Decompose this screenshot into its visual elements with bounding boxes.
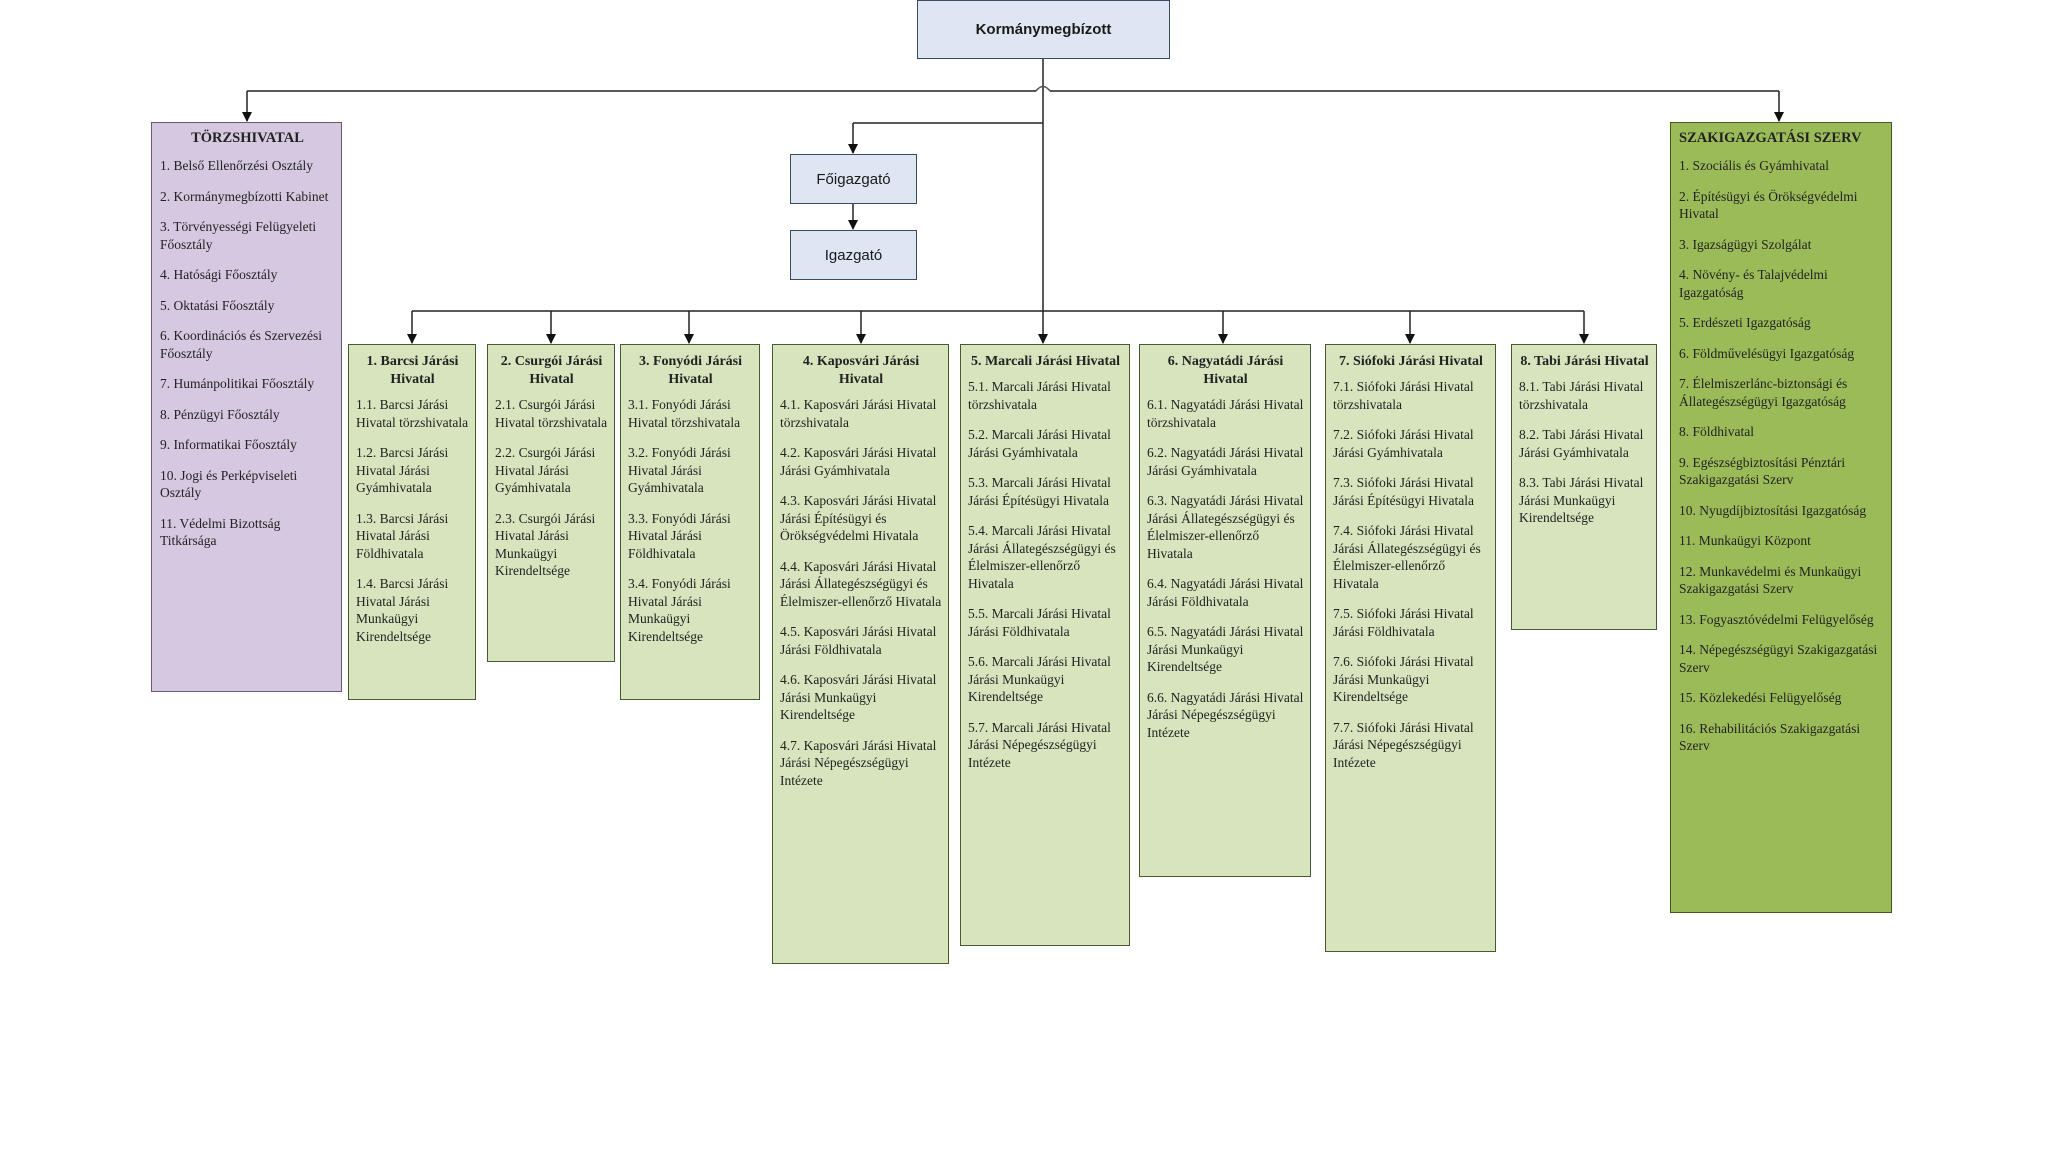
list-item: 1.3. Barcsi Járási Hivatal Járási Földhi… (356, 510, 449, 561)
fo-igazgato-box[interactable]: Főigazgató (790, 154, 917, 204)
list-item: 7.3. Siófoki Járási Hivatal Járási Építé… (1333, 475, 1474, 508)
list-item: 7. Élelmiszerlánc-biztonsági és Állategé… (1679, 376, 1848, 409)
igazgato-label: Igazgató (824, 246, 883, 264)
junction-hop (1035, 85, 1051, 92)
list-item: 2.2. Csurgói Járási Hivatal Járási Gyámh… (495, 445, 596, 495)
jarasi-hivatal-5-box[interactable]: 5. Marcali Járási Hivatal 5.1. Marcali Já… (960, 344, 1130, 946)
list-item: 5. Oktatási Főosztály (160, 297, 275, 313)
jarasi-hivatal-3-box[interactable]: 3. Fonyódi Járási Hivatal 3.1. Fonyódi Já… (620, 344, 760, 700)
list-item: 5.5. Marcali Járási Hivatal Járási Földh… (968, 606, 1111, 639)
list-item: 4.5. Kaposvári Járási Hivatal Járási Föl… (780, 624, 937, 657)
list-item: 4.7. Kaposvári Járási Hivatal Járási Nép… (780, 737, 937, 788)
list-item: 14. Népegészségügyi Szakigazgatási Szerv (1679, 642, 1878, 675)
jarasi-hivatal-8-box[interactable]: 8. Tabi Járási Hivatal 8.1. Tabi Járási H… (1511, 344, 1657, 630)
igazgato-box[interactable]: Igazgató (790, 230, 917, 280)
jarasi-hivatal-title: 3. Fonyódi Járási Hivatal (638, 354, 743, 387)
list-item: 4.2. Kaposvári Járási Hivatal Járási Gyá… (780, 445, 937, 478)
list-item: 8. Pénzügyi Főosztály (160, 406, 280, 422)
list-item: 2. Építésügyi és Örökségvédelmi Hivatal (1679, 188, 1858, 222)
list-item: 4. Növény- és Talajvédelmi Igazgatóság (1679, 267, 1828, 300)
list-item: 1.2. Barcsi Járási Hivatal Járási Gyámhi… (356, 445, 449, 495)
list-item: 3.1. Fonyódi Járási Hivatal törzshivatal… (628, 397, 741, 430)
list-item: 3. Törvényességi Felügyeleti Főosztály (160, 219, 317, 252)
list-item: 7.6. Siófoki Járási Hivatal Járási Munka… (1333, 654, 1474, 704)
list-item: 7.7. Siófoki Járási Hivatal Járási Népeg… (1333, 719, 1474, 770)
list-item: 8.3. Tabi Járási Hivatal Járási Munkaügy… (1519, 475, 1644, 525)
jarasi-hivatal-title: 8. Tabi Járási Hivatal (1520, 354, 1649, 369)
jarasi-hivatal-title: 1. Barcsi Járási Hivatal (366, 354, 459, 387)
szakigazgatasi-list: 1. Szociális és Gyámhivatal 2. Építésügyi… (1679, 157, 1885, 755)
list-item: 8.2. Tabi Járási Hivatal Járási Gyámhiva… (1519, 427, 1644, 460)
jarasi-hivatal-title: 7. Siófoki Járási Hivatal (1339, 354, 1483, 369)
list-item: 3.4. Fonyódi Járási Hivatal Járási Munka… (628, 576, 731, 644)
jarasi-hivatal-1-box[interactable]: 1. Barcsi Járási Hivatal 1.1. Barcsi Járá… (348, 344, 476, 700)
list-item: 6.2. Nagyatádi Járási Hivatal Járási Gyá… (1147, 445, 1304, 478)
list-item: 15. Közlekedési Felügyelőség (1679, 690, 1842, 705)
list-item: 7.5. Siófoki Járási Hivatal Járási Földh… (1333, 606, 1474, 639)
list-item: 16. Rehabilitációs Szakigazgatási Szerv (1679, 720, 1861, 754)
list-item: 8.1. Tabi Járási Hivatal törzshivatala (1519, 379, 1644, 412)
list-item: 6. Földművelésügyi Igazgatóság (1679, 345, 1855, 361)
fo-igazgato-label: Főigazgató (816, 170, 891, 188)
list-item: 7.1. Siófoki Járási Hivatal törzshivatal… (1333, 379, 1474, 412)
list-item: 9. Informatikai Főosztály (160, 437, 297, 452)
jarasi-hivatal-4-box[interactable]: 4. Kaposvári Járási Hivatal 4.1. Kaposvár… (772, 344, 949, 964)
list-item: 10. Nyugdíjbiztosítási Igazgatóság (1679, 502, 1867, 518)
jarasi-hivatal-title: 6. Nagyatádi Járási Hivatal (1167, 354, 1284, 387)
list-item: 1. Belső Ellenőrzési Osztály (160, 158, 313, 173)
list-item: 8. Földhivatal (1679, 424, 1754, 439)
szakigazgatasi-title: SZAKIGAZGATÁSI SZERV (1679, 130, 1862, 146)
szakigazgatasi-szerv-box[interactable]: SZAKIGAZGATÁSI SZERV 1. Szociális és Gyá… (1670, 122, 1892, 913)
list-item: 5. Erdészeti Igazgatóság (1679, 315, 1811, 330)
list-item: 5.2. Marcali Járási Hivatal Járási Gyámh… (968, 427, 1111, 460)
jarasi-hivatal-6-box[interactable]: 6. Nagyatádi Járási Hivatal 6.1. Nagyatád… (1139, 344, 1311, 877)
list-item: 4.3. Kaposvári Járási Hivatal Járási Épí… (780, 493, 937, 543)
list-item: 5.1. Marcali Járási Hivatal törzshivatal… (968, 379, 1111, 412)
list-item: 2.1. Csurgói Járási Hivatal törzshivatal… (495, 397, 608, 430)
torzshivatal-title: TÖRZSHIVATAL (191, 130, 304, 146)
list-item: 1. Szociális és Gyámhivatal (1679, 158, 1829, 173)
list-item: 3.3. Fonyódi Járási Hivatal Járási Földh… (628, 510, 731, 561)
jarasi-hivatal-title: 2. Csurgói Járási Hivatal (500, 354, 603, 387)
list-item: 2.3. Csurgói Járási Hivatal Járási Munka… (495, 510, 596, 579)
list-item: 10. Jogi és Perképviseleti Osztály (160, 467, 298, 501)
list-item: 13. Fogyasztóvédelmi Felügyelőség (1679, 611, 1874, 627)
jarasi-hivatal-2-box[interactable]: 2. Csurgói Járási Hivatal 2.1. Csurgói Já… (487, 344, 615, 662)
list-item: 1.4. Barcsi Járási Hivatal Járási Munkaü… (356, 576, 449, 644)
jarasi-hivatal-title: 5. Marcali Járási Hivatal (970, 354, 1121, 369)
list-item: 9. Egészségbiztosítási Pénztári Szakigaz… (1679, 454, 1846, 488)
list-item: 6.3. Nagyatádi Járási Hivatal Járási Áll… (1147, 493, 1304, 561)
list-item: 5.7. Marcali Járási Hivatal Járási Népeg… (968, 719, 1111, 770)
list-item: 6. Koordinációs és Szervezési Főosztály (160, 328, 322, 361)
list-item: 4. Hatósági Főosztály (160, 267, 278, 282)
list-item: 11. Védelmi Bizottság Titkársága (160, 515, 281, 549)
list-item: 7.4. Siófoki Járási Hivatal Járási Állat… (1333, 523, 1481, 591)
jarasi-hivatal-title: 4. Kaposvári Járási Hivatal (802, 354, 920, 387)
list-item: 5.6. Marcali Járási Hivatal Járási Munka… (968, 654, 1111, 704)
list-item: 6.5. Nagyatádi Járási Hivatal Járási Mun… (1147, 624, 1304, 674)
list-item: 4.6. Kaposvári Járási Hivatal Járási Mun… (780, 672, 937, 722)
list-item: 6.4. Nagyatádi Járási Hivatal Járási Föl… (1147, 576, 1304, 609)
list-item: 12. Munkavédelmi és Munkaügyi Szakigazga… (1679, 563, 1862, 597)
list-item: 11. Munkaügyi Központ (1679, 533, 1811, 548)
list-item: 2. Kormánymegbízotti Kabinet (160, 188, 329, 204)
list-item: 7. Humánpolitikai Főosztály (160, 376, 315, 391)
list-item: 4.4. Kaposvári Járási Hivatal Járási Áll… (780, 558, 942, 609)
list-item: 1.1. Barcsi Járási Hivatal törzshivatala (356, 397, 469, 430)
kormanymegbizott-label: Kormánymegbízott (975, 21, 1112, 38)
torzshivatal-list: 1. Belső Ellenőrzési Osztály 2. Kormányme… (160, 157, 335, 550)
list-item: 5.4. Marcali Járási Hivatal Járási Állat… (968, 523, 1116, 591)
torzshivatal-box[interactable]: TÖRZSHIVATAL 1. Belső Ellenőrzési Osztál… (151, 122, 342, 692)
jarasi-hivatal-7-box[interactable]: 7. Siófoki Járási Hivatal 7.1. Siófoki Já… (1325, 344, 1496, 952)
list-item: 4.1. Kaposvári Járási Hivatal törzshivat… (780, 397, 937, 430)
kormanymegbizott-box[interactable]: Kormánymegbízott (917, 0, 1170, 59)
list-item: 3.2. Fonyódi Járási Hivatal Járási Gyámh… (628, 445, 731, 495)
list-item: 5.3. Marcali Járási Hivatal Járási Építé… (968, 475, 1111, 508)
list-item: 7.2. Siófoki Járási Hivatal Járási Gyámh… (1333, 427, 1474, 460)
list-item: 6.6. Nagyatádi Járási Hivatal Járási Nép… (1147, 689, 1304, 740)
list-item: 3. Igazságügyi Szolgálat (1679, 236, 1812, 252)
list-item: 6.1. Nagyatádi Járási Hivatal törzshivat… (1147, 397, 1304, 430)
